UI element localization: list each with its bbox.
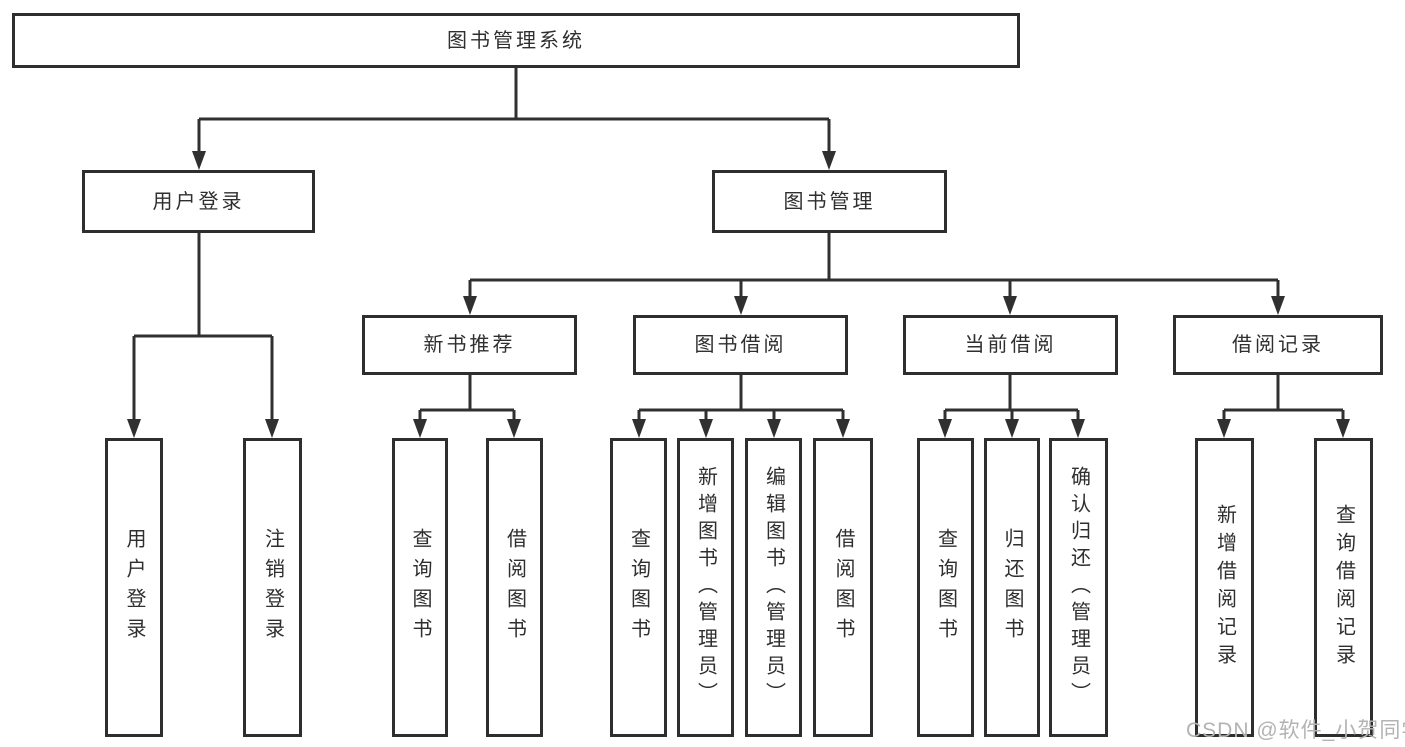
node-leaf-logout: 注销登录 [243,438,302,737]
arrow-icon [767,419,781,438]
node-leaf-edit-book-admin-label: 编辑图书（管理员） [762,466,785,709]
node-leaf-borrow-book-b: 借阅图书 [813,438,873,737]
node-current-borrow: 当前借阅 [903,315,1118,375]
arrowheads [127,151,1350,438]
node-leaf-query-borrow-record-label: 查询借阅记录 [1332,503,1355,672]
node-leaf-borrow-book-b-label: 借阅图书 [832,527,854,648]
node-leaf-add-borrow-record: 新增借阅记录 [1195,438,1254,737]
arrow-icon [1003,296,1017,315]
node-book-mgmt-label: 图书管理 [783,190,876,213]
node-root-label: 图书管理系统 [447,29,585,52]
node-leaf-edit-book-admin: 编辑图书（管理员） [745,438,802,737]
arrow-icon [265,419,279,438]
arrow-icon [1005,419,1019,438]
arrow-icon [938,419,952,438]
connector-book-mgmt [468,233,1280,299]
node-book-mgmt: 图书管理 [712,170,947,233]
node-leaf-query-borrow-record: 查询借阅记录 [1314,438,1373,737]
node-leaf-add-borrow-record-label: 新增借阅记录 [1213,503,1236,672]
node-leaf-logout-label: 注销登录 [261,527,284,648]
node-leaf-add-book-admin-label: 新增图书（管理员） [694,466,717,709]
connector-borrow-record [1222,375,1345,422]
arrow-icon [192,151,206,170]
node-leaf-query-book-b: 查询图书 [610,438,667,737]
arrow-icon [734,296,748,315]
node-leaf-borrow-book-a-label: 借阅图书 [503,527,526,648]
node-user-login: 用户登录 [82,170,315,233]
arrow-icon [1217,419,1231,438]
node-leaf-return-book: 归还图书 [984,438,1040,737]
node-leaf-query-book-b-label: 查询图书 [627,527,650,648]
node-leaf-query-book-c: 查询图书 [917,438,974,737]
connector-root [197,68,831,154]
node-book-borrow: 图书借阅 [633,315,848,375]
node-user-login-label: 用户登录 [152,190,245,213]
arrow-icon [413,419,427,438]
arrow-icon [836,419,850,438]
arrow-icon [699,419,713,438]
node-new-book-rec-label: 新书推荐 [423,334,516,356]
arrow-icon [1336,419,1350,438]
node-leaf-add-book-admin: 新增图书（管理员） [677,438,734,737]
node-borrow-record: 借阅记录 [1173,315,1383,375]
arrow-icon [1071,419,1085,438]
node-leaf-confirm-return-admin: 确认归还（管理员） [1049,438,1108,737]
node-leaf-confirm-return-admin-label: 确认归还（管理员） [1067,466,1090,709]
connector-new-book-rec [418,375,516,422]
arrow-icon [507,419,521,438]
node-root: 图书管理系统 [12,13,1020,68]
node-book-borrow-label: 图书借阅 [694,334,787,356]
arrow-icon [463,296,477,315]
arrow-icon [632,419,646,438]
node-new-book-rec: 新书推荐 [362,315,577,375]
node-leaf-query-book-c-label: 查询图书 [934,527,957,648]
arrow-icon [1271,296,1285,315]
connector-user-login [132,233,274,422]
node-leaf-borrow-book-a: 借阅图书 [486,438,543,737]
node-leaf-query-book-a-label: 查询图书 [409,527,431,648]
node-leaf-user-login-label: 用户登录 [123,527,145,648]
node-leaf-return-book-label: 归还图书 [1001,527,1023,648]
connector-book-borrow [637,375,845,422]
node-current-borrow-label: 当前借阅 [964,334,1057,356]
connector-current-borrow [943,375,1080,422]
arrow-icon [127,419,141,438]
csdn-watermark: CSDN @软件_小贺同学 [1186,719,1405,742]
node-leaf-query-book-a: 查询图书 [392,438,448,737]
arrow-icon [822,151,836,170]
node-borrow-record-label: 借阅记录 [1232,334,1324,356]
node-leaf-user-login: 用户登录 [105,438,163,737]
